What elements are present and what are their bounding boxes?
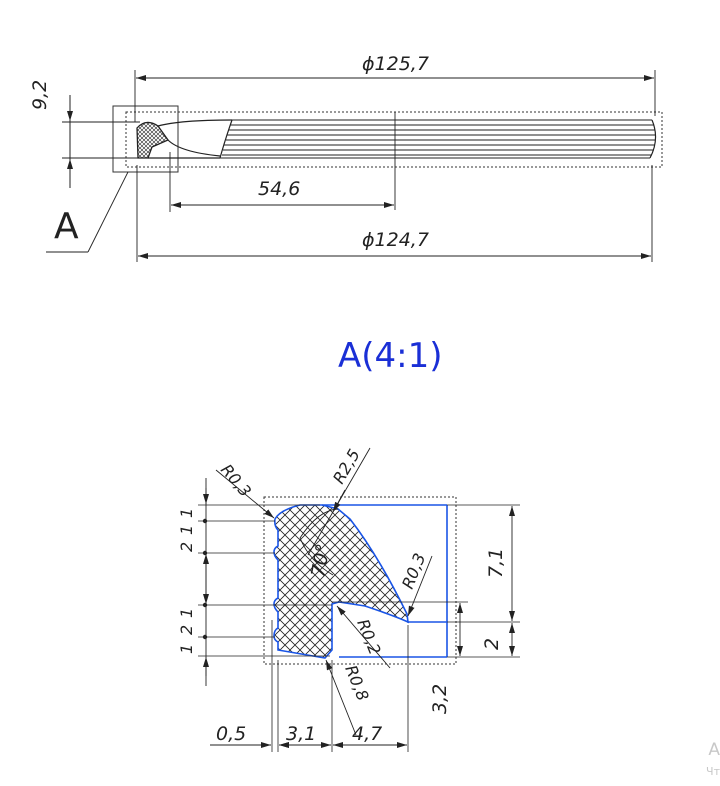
radius-leader-r1 — [215, 469, 275, 519]
radius-r3: R0,3 — [398, 550, 429, 591]
detail-view: 70° 1 1 2 1 2 1 — [177, 446, 520, 752]
right-dim-step: 2 — [481, 638, 503, 650]
left-dim-points — [202, 518, 208, 640]
left-extension-lines — [198, 504, 332, 657]
cylinder-right-end — [649, 119, 657, 159]
detail-marker: A — [54, 206, 79, 247]
top-dashed-outline — [125, 111, 663, 168]
detail-view-title: A(4:1) — [338, 336, 443, 376]
watermark-line-1: А — [708, 740, 720, 760]
left-dim-5: 2 — [177, 625, 196, 635]
left-dim-4: 1 — [177, 608, 196, 618]
left-dim-6: 1 — [177, 644, 196, 654]
radius-leader-r3 — [407, 555, 433, 617]
housing-outline — [322, 504, 448, 658]
top-seal-transition — [219, 119, 233, 159]
right-dim-lower: 3,2 — [429, 684, 451, 714]
top-seal-section — [136, 121, 169, 159]
left-dim-1: 1 — [177, 508, 196, 518]
radius-r1: R0,3 — [217, 460, 255, 500]
cylinder-stripes — [220, 119, 655, 159]
radius-r2: R2,5 — [329, 446, 364, 487]
right-dim-height: 7,1 — [485, 548, 507, 578]
radius-r4: R0,2 — [353, 616, 384, 657]
detail-leader — [87, 171, 129, 253]
seal-profile — [273, 504, 409, 659]
bottom-dim-a: 0,5 — [216, 723, 246, 745]
bottom-dim-b: 3,1 — [286, 723, 316, 745]
dim-outer-diameter: ϕ125,7 — [362, 53, 429, 75]
dim-height: 9,2 — [29, 80, 51, 110]
dim-radius: 54,6 — [258, 178, 300, 200]
detail-a-frame — [112, 105, 179, 173]
left-dim-2: 1 — [177, 525, 196, 535]
top-seal-lower-profile — [167, 139, 221, 157]
top-view: ϕ125,7 ϕ124,7 54,6 9,2 A — [29, 53, 663, 262]
dim-inner-diameter: ϕ124,7 — [362, 229, 429, 251]
angle-arc-2 — [299, 537, 334, 576]
left-dim-3: 2 — [177, 542, 196, 552]
radius-leader-r2-arrow — [332, 489, 346, 513]
radius-r5: R0,8 — [341, 662, 372, 703]
detail-dashed-outline — [263, 496, 457, 665]
top-seal-upper-profile — [157, 119, 233, 127]
bottom-dim-c: 4,7 — [352, 723, 382, 745]
watermark-line-2: Чт — [706, 765, 720, 778]
radius-leader-r4 — [336, 605, 391, 669]
radius-leader-r5 — [325, 659, 357, 736]
